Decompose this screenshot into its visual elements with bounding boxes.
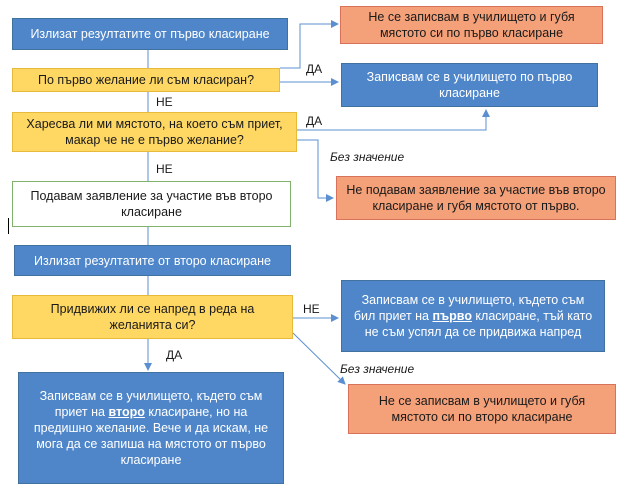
result-enroll-second-text: Записвам се в училището, където съм прие… xyxy=(27,388,275,468)
node-apply-second-text: Подавам заявление за участие във второ к… xyxy=(30,189,273,219)
result-enroll-second-text-a: Записвам се в училището, където съм прие… xyxy=(39,389,263,419)
label-yes-q2: ДА xyxy=(306,114,323,128)
label-irrelevant-q2: Без значение xyxy=(330,150,405,164)
question-like-place: Харесва ли ми мястото, на което съм прие… xyxy=(12,112,297,152)
result-enroll-first-stay-text-c: класиране, тъй като не съм успял да се п… xyxy=(364,309,593,339)
question-moved-forward: Придвижих ли се напред в реда на желания… xyxy=(12,295,293,339)
node-second-results-text: Излизат резултатите от второ класиране xyxy=(34,253,271,268)
question-like-place-text: Харесва ли ми мястото, на което съм прие… xyxy=(26,117,283,147)
result-decline-second-text: Не се записвам в училището и губя мястот… xyxy=(378,394,586,424)
connector-q2-noapply xyxy=(297,139,334,202)
question-first-choice-text: По първо желание ли съм класиран? xyxy=(37,73,255,87)
result-enroll-first-text: Записвам се в училището по първо класира… xyxy=(366,70,573,100)
result-enroll-first-stay: Записвам се в училището, където съм бил … xyxy=(341,280,605,352)
connector-q2-enroll1 xyxy=(297,109,490,131)
label-irrelevant-q3: Без значение xyxy=(340,362,415,376)
result-enroll-first-stay-text-a: Записвам се в училището, където съм бил … xyxy=(353,293,585,323)
result-decline-first: Не се записвам в училището и губя мястот… xyxy=(340,6,603,44)
label-yes-q3: ДА xyxy=(166,348,183,362)
connector-q3-decline2 xyxy=(292,332,346,385)
result-enroll-first-stay-emphasis: първо xyxy=(432,309,472,323)
result-enroll-first-stay-text: Записвам се в училището, където съм бил … xyxy=(350,292,596,340)
result-no-apply-text: Не подавам заявление за участие във втор… xyxy=(346,183,606,213)
result-no-apply: Не подавам заявление за участие във втор… xyxy=(336,176,616,220)
node-apply-second: Подавам заявление за участие във второ к… xyxy=(12,181,291,227)
node-second-results: Излизат резултатите от второ класиране xyxy=(14,245,291,276)
text-cursor xyxy=(8,218,9,234)
label-no-q2: НЕ xyxy=(156,162,173,176)
result-decline-first-text: Не се записвам в училището и губя мястот… xyxy=(368,10,575,40)
question-moved-forward-text: Придвижих ли се напред в реда на желания… xyxy=(50,302,255,332)
label-yes-q1: ДА xyxy=(306,62,323,76)
question-first-choice: По първо желание ли съм класиран? xyxy=(12,68,280,92)
result-enroll-second-text-c: класиране, но на предишно желание. Вече … xyxy=(33,405,269,467)
result-decline-second: Не се записвам в училището и губя мястот… xyxy=(348,384,616,434)
node-first-results: Излизат резултатите от първо класиране xyxy=(12,18,288,50)
result-enroll-first: Записвам се в училището по първо класира… xyxy=(341,63,598,107)
result-enroll-second-emphasis: второ xyxy=(108,405,145,419)
label-no-q3: НЕ xyxy=(303,302,320,316)
label-no-q1: НЕ xyxy=(156,95,173,109)
node-first-results-text: Излизат резултатите от първо класиране xyxy=(30,27,270,41)
result-enroll-second: Записвам се в училището, където съм прие… xyxy=(18,372,284,484)
connector-q1-decline1 xyxy=(280,20,339,69)
